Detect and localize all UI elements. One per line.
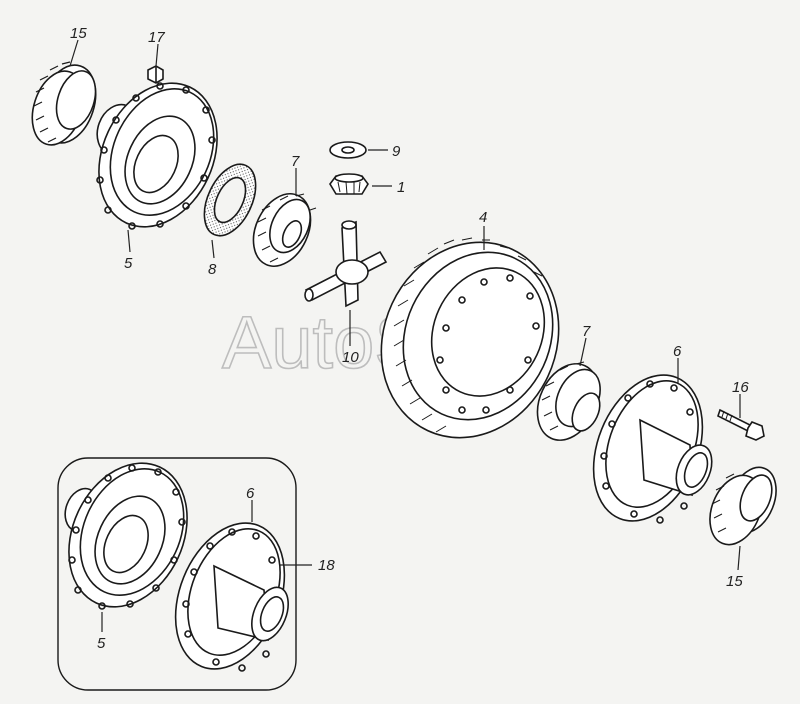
callout-7-top: 7	[291, 153, 300, 170]
callout-7-mid: 7	[582, 323, 591, 340]
bearing-bottom	[709, 466, 777, 546]
callout-5-top: 5	[124, 255, 133, 272]
differential-cross	[304, 220, 388, 308]
assembly-inset-frame	[57, 457, 297, 691]
housing-cup-right	[592, 374, 713, 524]
callout-10: 10	[342, 349, 359, 366]
callout-17: 17	[148, 29, 165, 46]
inset-housing-flange	[64, 462, 188, 610]
callout-labels: 15 17 9 1 7 5 8 4 10 7 6 16 15 6 18 5	[70, 25, 749, 652]
callout-4: 4	[479, 209, 487, 226]
side-gear-top	[252, 193, 317, 267]
pinion-washer	[329, 141, 367, 159]
side-gear-mid	[536, 361, 601, 441]
ring-gear	[380, 237, 560, 439]
callout-15-bottom: 15	[726, 573, 743, 590]
callout-8: 8	[208, 261, 217, 278]
pinion-gear	[329, 173, 369, 195]
inset-housing-cup	[174, 522, 289, 672]
callout-9: 9	[392, 143, 401, 160]
bearing-top	[31, 61, 97, 146]
nut	[147, 65, 164, 84]
callout-6-inset: 6	[246, 485, 255, 502]
thrust-washer	[203, 163, 257, 237]
leader-lines	[69, 39, 741, 632]
callout-16: 16	[732, 379, 749, 396]
housing-flange-top	[96, 82, 218, 230]
callout-5-inset: 5	[97, 635, 106, 652]
callout-6-right: 6	[673, 343, 682, 360]
callout-1: 1	[397, 179, 405, 196]
bolt	[717, 408, 765, 441]
callout-15-top: 15	[70, 25, 87, 42]
callout-18: 18	[318, 557, 335, 574]
